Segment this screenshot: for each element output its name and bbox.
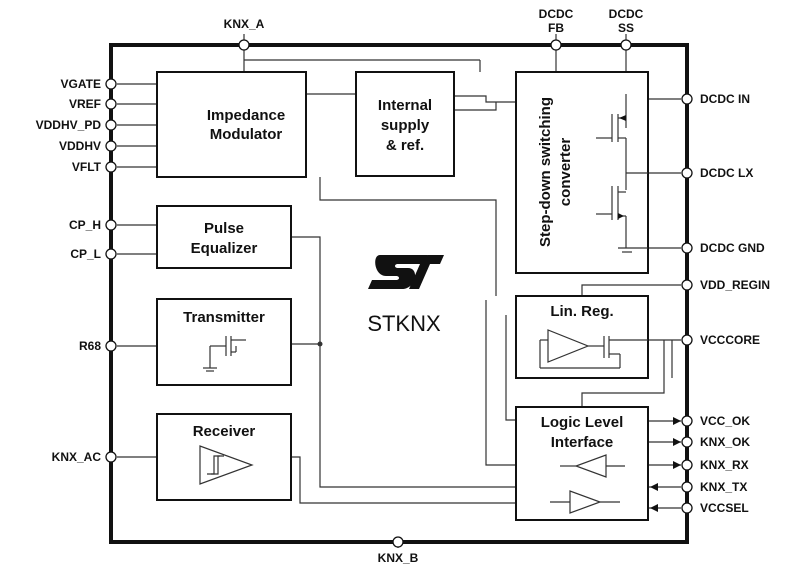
pin-vccsel: VCCSEL xyxy=(700,501,749,515)
stepdown-label-2: converter xyxy=(557,138,574,207)
st-logo-icon xyxy=(368,255,444,289)
signal-arrows xyxy=(650,417,681,512)
pin-r68: R68 xyxy=(79,339,101,353)
pin-knx-tx: KNX_TX xyxy=(700,480,747,494)
pin-vddhv-pd: VDDHV_PD xyxy=(36,118,102,132)
transmitter-label: Transmitter xyxy=(183,309,265,326)
receiver-block: Receiver xyxy=(156,413,292,501)
buffer-left-icon xyxy=(560,454,625,478)
pin-knx-ok: KNX_OK xyxy=(700,435,750,449)
pin-dcdc-gnd: DCDC GND xyxy=(700,241,765,255)
impedance-modulator-block: Impedance Modulator xyxy=(156,71,307,178)
internal-label-3: & ref. xyxy=(386,137,424,154)
logic-label-1: Logic Level xyxy=(541,414,624,431)
opamp-icon xyxy=(539,329,648,369)
stepdown-label-1: Step-down switching xyxy=(537,97,554,247)
pin-dcdc-in: DCDC IN xyxy=(700,92,750,106)
pulse-label-1: Pulse xyxy=(204,220,244,237)
buffer-right-icon xyxy=(550,490,620,514)
pulse-equalizer-block: Pulse Equalizer xyxy=(156,205,292,269)
pin-vddhv: VDDHV xyxy=(59,139,101,153)
pin-dcdc-ss-top: DCDC xyxy=(609,7,644,21)
pin-dcdc-fb-top: DCDC xyxy=(539,7,574,21)
pin-vref: VREF xyxy=(69,97,101,111)
pin-vgate: VGATE xyxy=(61,77,101,91)
impedance-label-1: Impedance xyxy=(207,107,285,124)
pin-knx-a: KNX_A xyxy=(224,17,265,31)
pin-vcccore: VCCCORE xyxy=(700,333,760,347)
receiver-label: Receiver xyxy=(193,423,256,440)
chip-title: STKNX xyxy=(367,311,441,336)
pin-dcdc-ss-bottom: SS xyxy=(618,21,634,35)
comparator-icon xyxy=(199,445,254,485)
pin-vdd-regin: VDD_REGIN xyxy=(700,278,770,292)
pin-knx-rx: KNX_RX xyxy=(700,458,749,472)
logic-label-2: Interface xyxy=(551,434,614,451)
internal-supply-block: Internal supply & ref. xyxy=(355,71,455,177)
impedance-label-2: Modulator xyxy=(210,126,283,143)
pin-vcc-ok: VCC_OK xyxy=(700,414,750,428)
logic-level-interface-block: Logic Level Interface xyxy=(515,406,649,521)
linreg-label: Lin. Reg. xyxy=(550,303,613,320)
internal-label-1: Internal xyxy=(378,97,432,114)
internal-label-2: supply xyxy=(381,117,430,134)
pin-cp-h: CP_H xyxy=(69,218,101,232)
pin-dcdc-lx: DCDC LX xyxy=(700,166,753,180)
pin-dcdc-fb-bottom: FB xyxy=(548,21,564,35)
pin-knx-b: KNX_B xyxy=(378,551,419,565)
pin-markers xyxy=(105,39,693,548)
pin-cp-l: CP_L xyxy=(70,247,101,261)
pulse-label-2: Equalizer xyxy=(191,240,258,257)
step-down-converter-block: Step-down switching converter xyxy=(515,71,649,274)
transmitter-block: Transmitter xyxy=(156,298,292,386)
transistor-icon xyxy=(203,336,246,372)
linear-regulator-block: Lin. Reg. xyxy=(515,295,649,379)
pin-knx-ac: KNX_AC xyxy=(52,450,102,464)
pin-vflt: VFLT xyxy=(72,160,102,174)
